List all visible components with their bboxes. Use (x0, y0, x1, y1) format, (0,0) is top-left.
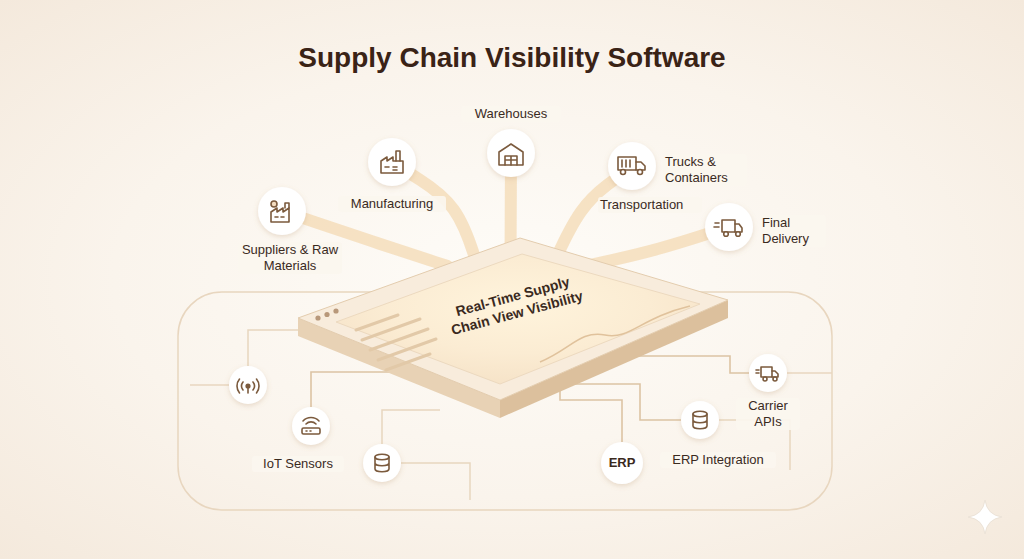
supplier-icon (271, 201, 289, 222)
node-label: Suppliers & Raw Materials (238, 242, 342, 274)
data-beam (412, 175, 477, 266)
iot-node: IoT Sensors (292, 407, 330, 445)
node-label: Warehouses (461, 106, 561, 122)
node-label: Trucks & Containers (663, 154, 747, 186)
delivery-node: Final Delivery (705, 203, 753, 251)
delivery-van-icon (714, 220, 742, 236)
diagram-title: Supply Chain Visibility Software (0, 42, 1024, 74)
tablet-illustration (298, 238, 728, 418)
node-label: Carrier APIs (736, 398, 800, 430)
node-text: Real-Time Supply Chain View Visibility (443, 270, 587, 339)
router-icon (302, 418, 320, 434)
transport-node: Trucks & ContainersTransportation (608, 142, 656, 190)
manufacturing-node: Manufacturing (368, 138, 416, 186)
node-label: Final Delivery (760, 215, 826, 247)
sparkle-mark (968, 500, 1002, 534)
carrier-api-node: Carrier APIs (749, 354, 787, 392)
node-label: IoT Sensors (252, 456, 344, 472)
container-truck-icon (618, 157, 645, 175)
warehouse-node: Warehouses (487, 129, 535, 177)
carrier-truck-icon (756, 367, 778, 381)
supplier-node: Suppliers & Raw Materials (258, 187, 306, 235)
database-icon (693, 411, 707, 429)
node-text: ERP (609, 455, 636, 471)
antenna-icon (237, 379, 259, 393)
erp-node: ERP (601, 442, 643, 484)
node-label: ERP Integration (660, 452, 776, 468)
database-icon (375, 454, 389, 472)
warehouse-icon (499, 144, 523, 165)
visibility-dashboard: Real-Time Supply Chain View Visibility (440, 266, 590, 344)
node-label: Manufacturing (338, 196, 446, 212)
factory-icon (381, 151, 403, 173)
erp-integration-node: ERP Integration (681, 401, 719, 439)
data-beam (586, 234, 707, 266)
node-label: Transportation (598, 197, 702, 213)
icon-circles (229, 129, 787, 484)
